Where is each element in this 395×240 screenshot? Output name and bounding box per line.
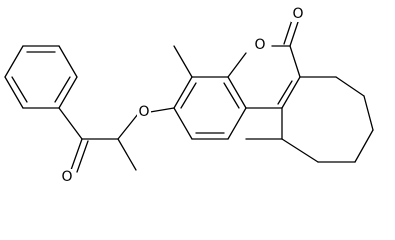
cycloheptene-ring [245, 76, 374, 163]
ether-bond [149, 107, 175, 113]
ketone-linker [58, 107, 139, 173]
chemical-structure-diagram: O O O O [4, 6, 374, 185]
ketone-oxygen-label: O [61, 169, 72, 185]
phenyl-ring [4, 45, 78, 109]
coumarin-benzene-ring [173, 76, 247, 140]
ring-oxygen-label: O [254, 37, 265, 53]
pyranone-ring [227, 19, 301, 109]
ether-oxygen-label: O [138, 104, 149, 120]
atom-labels: O O O O [60, 6, 305, 185]
aryl-methyl [173, 45, 193, 78]
molecule-drawing: O O O O [4, 6, 374, 185]
lactone-carbonyl-oxygen-label: O [292, 6, 303, 22]
